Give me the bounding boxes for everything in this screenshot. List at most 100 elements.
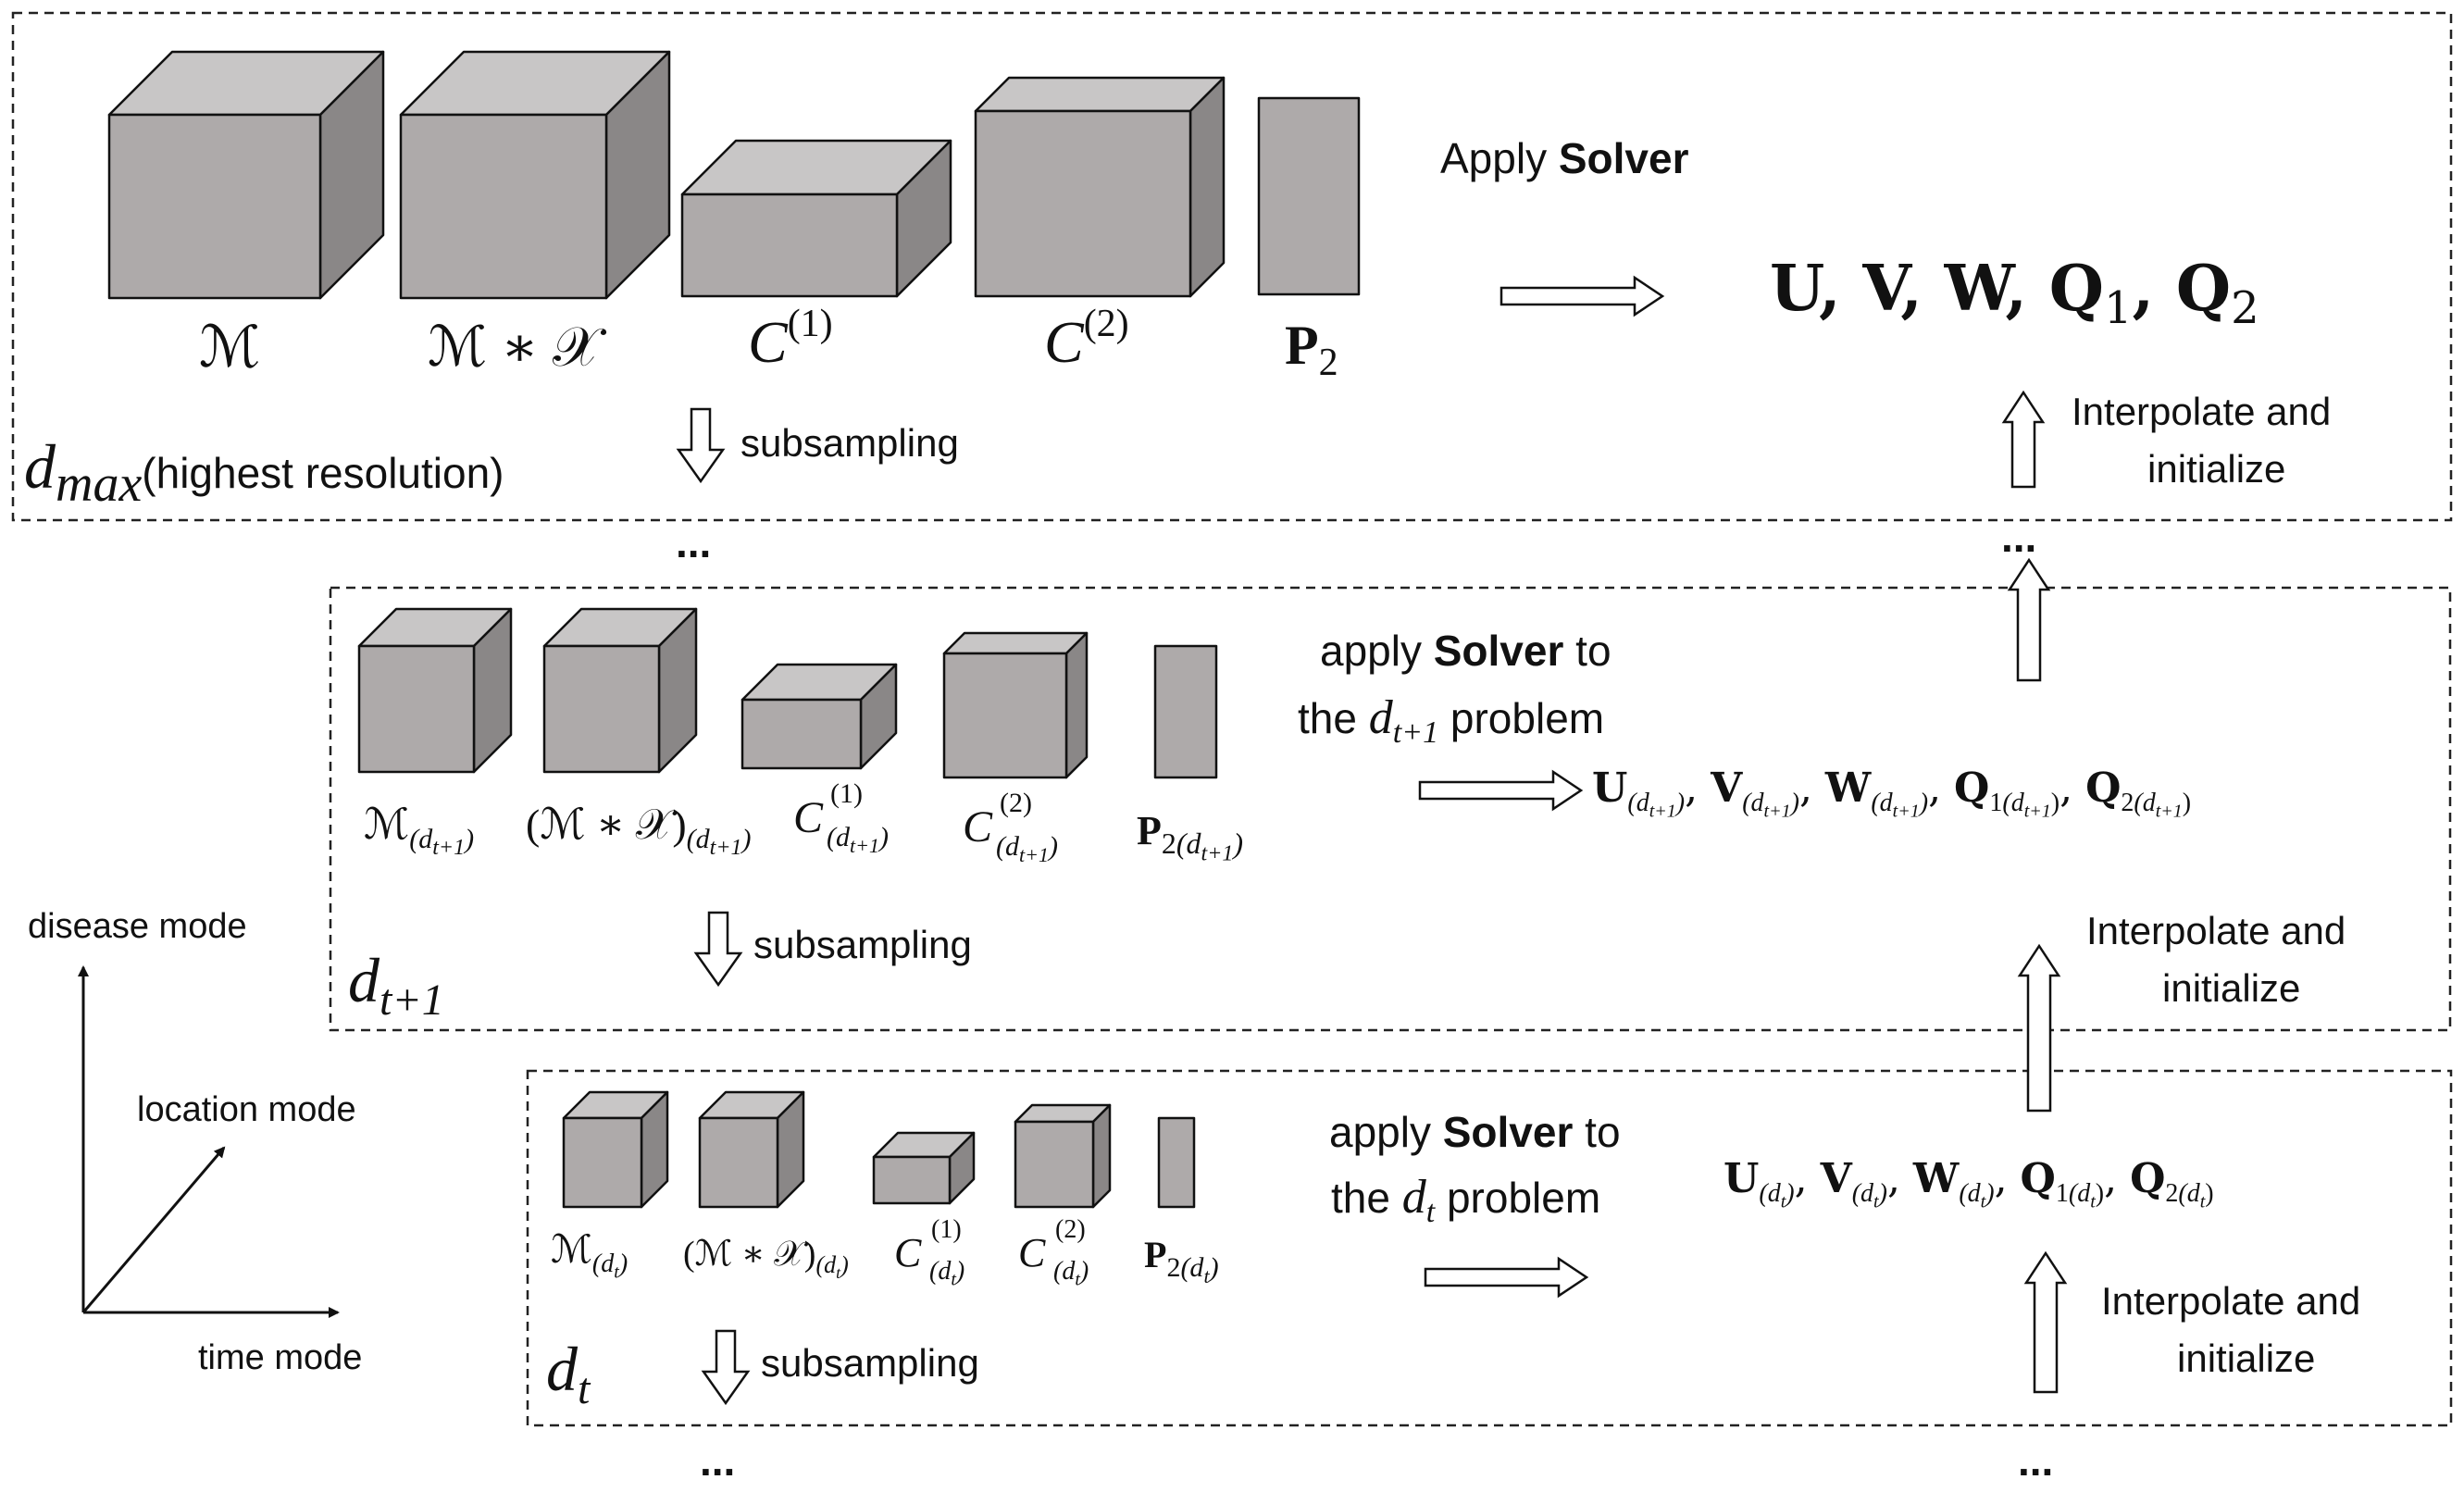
bar-p2-dmax-front — [1257, 96, 1361, 296]
level-box-dt — [526, 1069, 2453, 1427]
level-label-dt: dt — [546, 1334, 591, 1413]
bar-p2-dt1 — [1153, 644, 1218, 779]
tensor-label-c2-dt1: C — [963, 802, 993, 852]
cube-m-dmax-front — [107, 113, 322, 300]
cube-c1-dt1 — [740, 663, 898, 770]
tensor-label-p2: P2 — [1285, 315, 1338, 384]
interpolate-dmax-line1: Interpolate and — [2072, 390, 2332, 433]
bar-p2-dt — [1157, 1116, 1196, 1209]
level-box-dt1 — [329, 586, 2452, 1032]
tensor-label-c1-dt1-sub: (dt+1) — [827, 822, 889, 857]
interpolate-arrow-dt — [2023, 1250, 2068, 1394]
flow-arrows — [676, 275, 2068, 1406]
bar-p2-dmax — [1257, 96, 1361, 296]
tensor-label-c1-dt-sub: (dt) — [929, 1257, 965, 1290]
interpolate-dt1-line1: Interpolate and — [2086, 909, 2346, 952]
cube-c1-dt — [872, 1131, 976, 1205]
cube-c2-dmax-front — [974, 109, 1192, 298]
cube-m-dt1 — [357, 607, 513, 774]
interpolate-dt-line2: initialize — [2177, 1337, 2316, 1380]
solve-arrow-dt1 — [1418, 769, 1584, 812]
interpolate-arrow-dmax — [2001, 390, 2046, 489]
cube-c2-dt1-front — [942, 652, 1068, 779]
interpolate-dt-line1: Interpolate and — [2101, 1279, 2361, 1323]
cube-mx-dt1 — [542, 607, 698, 774]
tensor-label-c1-dt-sup: (1) — [931, 1215, 962, 1244]
interpolate-dt1-line2: initialize — [2162, 966, 2301, 1010]
cube-c2-dt1-side — [1064, 631, 1089, 779]
tensor-label-mx-dt1: (ℳ ∗ 𝒳)(dt+1) — [526, 801, 752, 860]
ellipsis-right-2: ... — [2018, 1436, 2054, 1485]
cube-c1-dt-front — [872, 1155, 952, 1205]
tensor-label-mx-dt: (ℳ ∗ 𝒳)(dt) — [683, 1235, 849, 1283]
bar-p2-dt-front — [1157, 1116, 1196, 1209]
cube-c2-dt1-top — [942, 631, 1089, 655]
level-box-dmax — [11, 11, 2453, 522]
tensor-label-c1-dt1: C — [793, 793, 824, 842]
outputs-dt1: U(dt+1), V(dt+1), W(dt+1), Q1(dt+1), Q2(… — [1592, 765, 2192, 822]
cube-c2-dt-front — [1014, 1120, 1095, 1209]
axis-label-disease: disease mode — [28, 907, 247, 946]
solve-arrow-dt — [1424, 1256, 1589, 1299]
cube-m-dmax — [107, 50, 385, 300]
interpolate-arrow-dmax-up — [2007, 557, 2051, 682]
subsample-arrow-dt1 — [693, 911, 743, 988]
subsampling-dt: subsampling — [761, 1341, 979, 1385]
cube-c2-dt1 — [942, 631, 1089, 779]
outputs-dt: U(dt), V(dt), W(dt), Q1(dt), Q2(dt) — [1724, 1155, 2214, 1212]
cube-c2-dt — [1014, 1103, 1112, 1209]
subsampling-dmax: subsampling — [740, 421, 959, 465]
tensor-label-m: ℳ — [199, 317, 261, 379]
solve-arrow-dmax — [1500, 275, 1665, 317]
apply-solver-dt-line1: apply Solver to — [1329, 1108, 1621, 1156]
tensor-label-m-dt1: ℳ(dt+1) — [364, 801, 475, 860]
cube-c2-dmax-top — [974, 76, 1226, 113]
tensor-label-p2-dt: P2(dt) — [1144, 1234, 1219, 1287]
cube-c2-dt-side — [1091, 1103, 1112, 1209]
tensor-label-c2-dt-sub: (dt) — [1053, 1257, 1089, 1290]
apply-solver-dt1-line2: the dt+1 problem — [1298, 691, 1605, 750]
cube-mx-dt-front — [698, 1116, 779, 1209]
cube-mx-dmax — [399, 50, 671, 300]
tensor-label-c1-dt: C — [894, 1230, 922, 1275]
tensor-label-p2-dt1: P2(dt+1) — [1137, 808, 1244, 866]
tensor-label-c2-dt1-sup: (2) — [1000, 788, 1032, 818]
subsample-arrow-dmax — [676, 407, 726, 484]
ellipsis-left-1: ... — [676, 518, 712, 566]
cube-mx-dt1-front — [542, 644, 661, 774]
level-label-dt1: dt+1 — [348, 945, 444, 1025]
cube-c1-dt1-front — [740, 698, 863, 770]
cube-mx-dt — [698, 1090, 805, 1209]
tensor-label-c1-dt1-sup: (1) — [830, 778, 863, 809]
mode-axes — [78, 965, 340, 1318]
ellipsis-right-1: ... — [2001, 513, 2037, 561]
apply-solver-dt-line2: the dt problem — [1331, 1171, 1601, 1229]
bar-p2-dt1-front — [1153, 644, 1218, 779]
tensor-label-c2-dt: C — [1018, 1230, 1046, 1275]
subsample-arrow-dt — [701, 1329, 751, 1406]
ellipsis-left-2: ... — [700, 1436, 736, 1485]
tensor-label-c1: C(1) — [748, 303, 833, 375]
axis-label-location: location mode — [137, 1090, 356, 1129]
interpolate-arrow-dt1 — [2017, 943, 2061, 1113]
tensor-label-c2: C(2) — [1044, 303, 1129, 375]
tensor-label-mx: ℳ ∗ 𝒳 — [428, 317, 601, 378]
tensor-cubes — [107, 50, 1361, 1209]
cube-c1-dmax-front — [680, 193, 899, 298]
cube-mx-dmax-front — [399, 113, 608, 300]
cube-c2-dmax-side — [1188, 76, 1226, 298]
cube-m-dt-front — [562, 1116, 643, 1209]
tensor-label-c2-dt-sup: (2) — [1055, 1215, 1086, 1244]
cube-m-dt1-front — [357, 644, 476, 774]
outputs-dmax: U, V, W, Q1, Q2 — [1770, 252, 2259, 334]
location-axis — [81, 1146, 226, 1313]
cube-c1-dmax — [680, 139, 952, 298]
cube-c2-dmax — [974, 76, 1226, 298]
subsampling-dt1: subsampling — [753, 923, 972, 966]
apply-solver-dt1-line1: apply Solver to — [1320, 627, 1612, 675]
tensor-label-c2-dt1-sub: (dt+1) — [996, 831, 1058, 866]
level-label-dmax: dmax(highest resolution) — [24, 431, 504, 513]
cube-m-dt — [562, 1090, 669, 1209]
interpolate-dmax-line2: initialize — [2147, 447, 2286, 491]
